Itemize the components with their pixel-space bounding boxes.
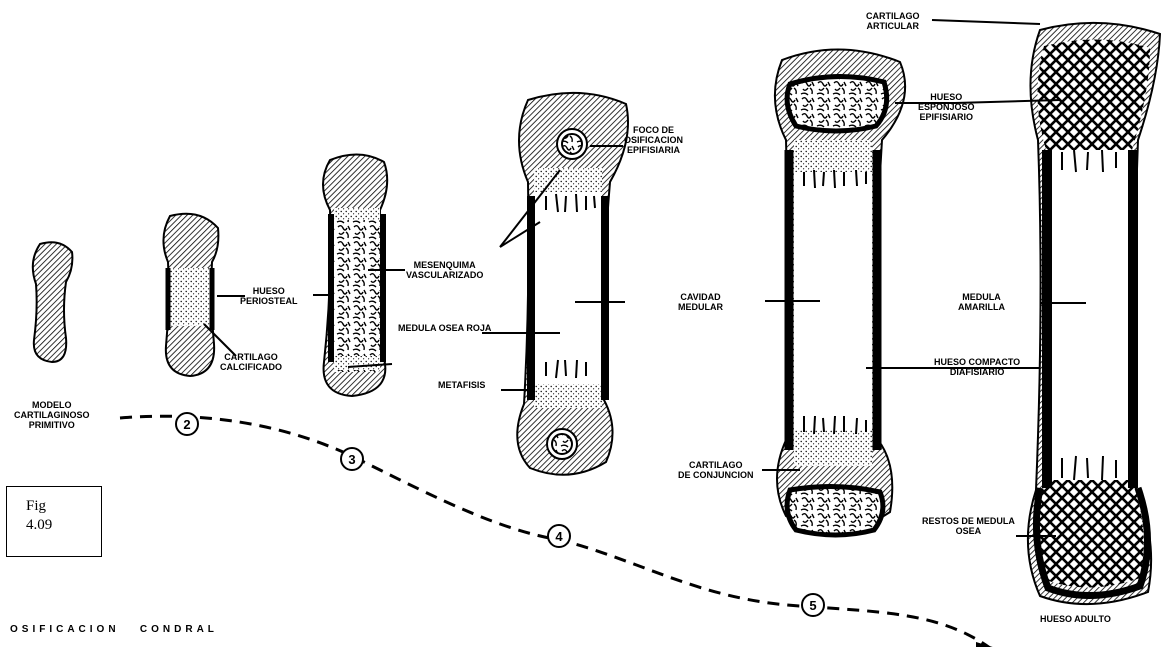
bone-stage-2 bbox=[163, 214, 218, 376]
label-hueso-adulto: HUESO ADULTO bbox=[1040, 614, 1111, 624]
stage-marker-5: 5 bbox=[802, 594, 824, 616]
figure-title: OSIFICACION CONDRAL bbox=[10, 624, 218, 635]
label-medula-osea-roja: MEDULA OSEA ROJA bbox=[398, 323, 491, 333]
label-metafisis: METAFISIS bbox=[438, 380, 485, 390]
stage-marker-3: 3 bbox=[341, 448, 363, 470]
figure-caption-line2: 4.09 bbox=[26, 516, 101, 535]
svg-text:4: 4 bbox=[555, 529, 563, 544]
svg-text:5: 5 bbox=[809, 598, 816, 613]
bone-stage-4 bbox=[517, 93, 628, 475]
bone-stage-3 bbox=[323, 154, 387, 396]
figure-caption-line1: Fig bbox=[26, 497, 101, 516]
svg-text:3: 3 bbox=[348, 452, 355, 467]
stage-marker-2: 2 bbox=[176, 413, 198, 435]
bone-stage-5 bbox=[775, 49, 905, 535]
bone-stage-1 bbox=[33, 242, 73, 362]
stage-marker-4: 4 bbox=[548, 525, 570, 547]
figure-caption-box: Fig 4.09 bbox=[6, 486, 102, 557]
svg-text:2: 2 bbox=[183, 417, 190, 432]
bone-stage-6 bbox=[1028, 23, 1160, 604]
